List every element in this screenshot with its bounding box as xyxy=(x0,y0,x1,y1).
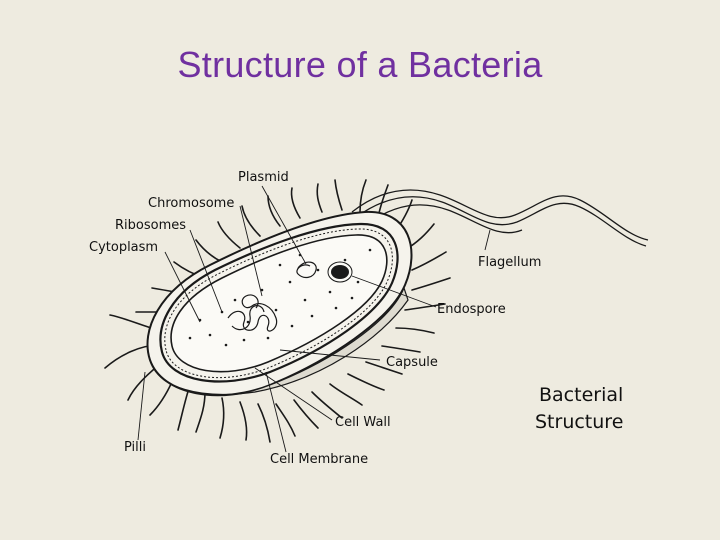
label-capsule: Capsule xyxy=(386,355,438,370)
caption-line-1: Bacterial xyxy=(539,384,623,406)
cell-wall xyxy=(159,222,399,383)
label-chromosome: Chromosome xyxy=(148,196,234,211)
label-pilli: Pilli xyxy=(124,440,146,455)
endospore xyxy=(327,261,353,283)
label-ribosomes: Ribosomes xyxy=(115,218,186,233)
leader-lines xyxy=(137,185,491,453)
slide-title: Structure of a Bacteria xyxy=(177,44,543,85)
label-plasmid: Plasmid xyxy=(238,170,289,185)
plasmid xyxy=(296,261,317,279)
label-endospore: Endospore xyxy=(437,302,506,317)
label-cell-membrane: Cell Membrane xyxy=(270,452,368,467)
caption-line-2: Structure xyxy=(535,411,623,433)
label-flagellum: Flagellum xyxy=(478,255,541,270)
flagellum xyxy=(351,189,649,247)
chromosome xyxy=(227,294,278,332)
label-cell-wall: Cell Wall xyxy=(335,415,391,430)
label-cytoplasm: Cytoplasm xyxy=(89,240,158,255)
